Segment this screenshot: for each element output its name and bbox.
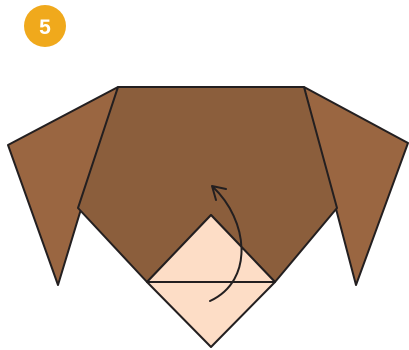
step-number: 5 bbox=[39, 16, 51, 39]
muzzle-lower bbox=[147, 282, 275, 347]
step-badge: 5 bbox=[24, 5, 66, 47]
dog-head bbox=[8, 87, 408, 347]
